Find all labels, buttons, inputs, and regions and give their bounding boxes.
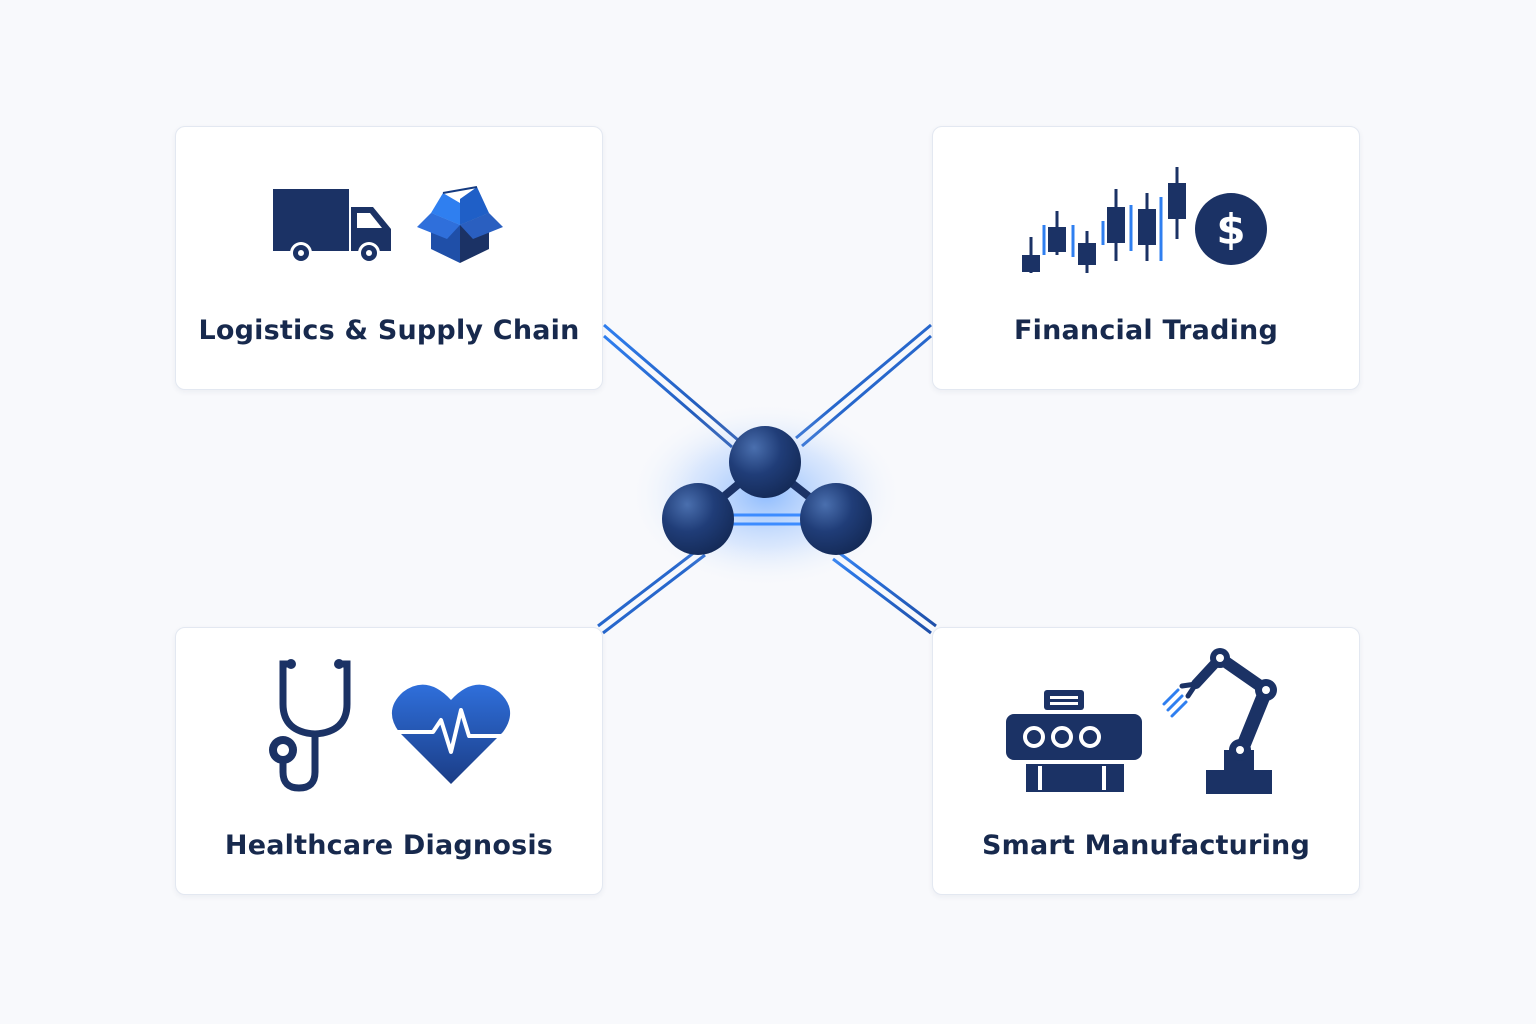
- open-box-icon: [417, 186, 503, 263]
- card-label: Healthcare Diagnosis: [224, 830, 554, 861]
- card-label: Logistics & Supply Chain: [198, 315, 580, 346]
- card-financial-trading[interactable]: $ Financial Trading: [932, 126, 1360, 390]
- molecule-network-icon: [626, 400, 906, 590]
- card-icons: [176, 183, 602, 265]
- card-healthcare-diagnosis[interactable]: Healthcare Diagnosis: [175, 627, 603, 895]
- heart-pulse-icon: [391, 684, 511, 784]
- card-smart-manufacturing[interactable]: Smart Manufacturing: [932, 627, 1360, 895]
- card-logistics[interactable]: Logistics & Supply Chain: [175, 126, 603, 390]
- dollar-coin-icon: $: [1195, 193, 1267, 265]
- candlestick-chart-icon: [1022, 167, 1186, 273]
- card-icons: [176, 654, 602, 794]
- stethoscope-icon: [269, 659, 351, 792]
- robotic-arm-icon: [1162, 648, 1277, 794]
- delivery-truck-icon: [273, 189, 391, 264]
- card-label: Smart Manufacturing: [982, 830, 1310, 861]
- factory-machine-icon: [1006, 690, 1142, 792]
- card-icons: [933, 646, 1359, 796]
- card-label: Financial Trading: [1013, 315, 1278, 346]
- card-icons: $: [933, 165, 1359, 277]
- svg-text:$: $: [1216, 205, 1245, 254]
